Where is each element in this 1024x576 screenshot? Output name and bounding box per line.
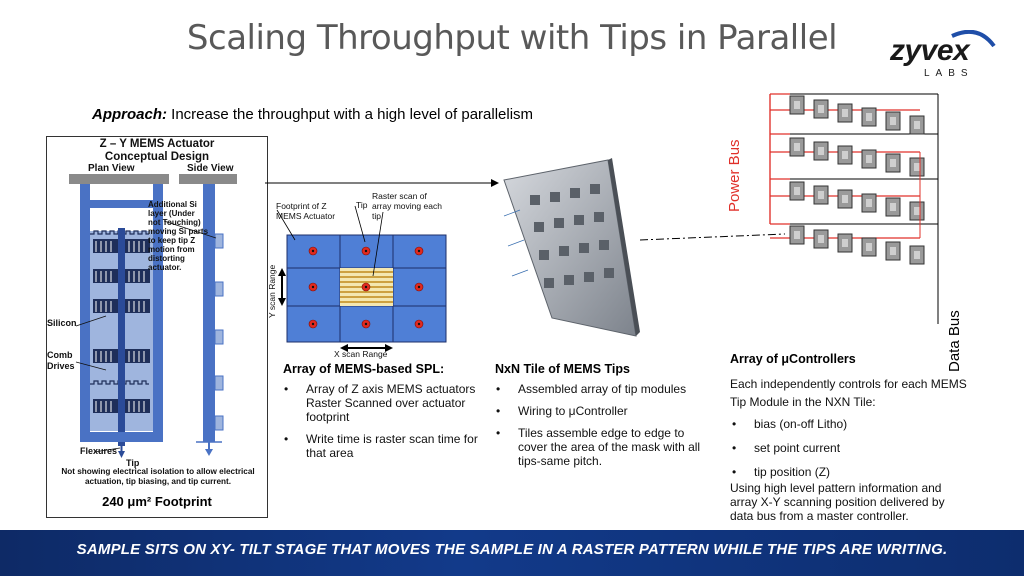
side-view-label: Side View — [187, 163, 234, 174]
footer-text: SAMPLE SITS ON XY- TILT STAGE THAT MOVES… — [76, 541, 948, 558]
controllers-intro: Each independently controls for each MEM… — [730, 377, 967, 409]
actuator-title-2: Conceptual Design — [104, 151, 210, 163]
footprint-callout: Footprint of Z MEMS Actuator — [276, 201, 336, 221]
approach-text: Increase the throughput with a high leve… — [171, 106, 534, 123]
controllers-list: bias (on-off Litho) set point current ti… — [726, 417, 966, 487]
isolation-note: Not showing electrical isolation to allo… — [61, 467, 255, 486]
slide-title: Scaling Throughput with Tips in Parallel — [186, 18, 838, 58]
tile-bullet: Wiring to μController — [490, 404, 710, 418]
logo-subtitle: LABS — [924, 68, 974, 79]
additional-si-note: Additional Si layer (Under not Touching)… — [148, 200, 209, 272]
center-shaft — [118, 228, 125, 446]
plan-frame — [69, 174, 169, 184]
plan-right-rail — [153, 184, 163, 442]
silicon-label: Silicon — [47, 318, 77, 328]
tip-marker — [118, 451, 125, 458]
spl-list: Array of Z axis MEMS actuators Raster Sc… — [278, 382, 478, 468]
flexures-label: Flexures — [80, 446, 118, 456]
tip-grid-diagram — [276, 205, 447, 352]
tile-bullet: Assembled array of tip modules — [490, 382, 710, 396]
plan-view-label: Plan View — [88, 163, 135, 174]
x-scan-range-label: X scan Range — [334, 349, 388, 359]
comb-drives-label: Comb Drives — [47, 350, 75, 371]
logo-wordmark: zyvex — [890, 34, 970, 67]
tile-list: Assembled array of tip modules Wiring to… — [490, 382, 710, 476]
logo-swoosh-icon — [951, 30, 996, 48]
grid-cell — [392, 234, 447, 269]
footer-banner — [0, 530, 1024, 576]
controllers-heading: Array of μControllers — [730, 352, 856, 366]
y-scan-range-label: Y scan Range — [267, 264, 277, 318]
tile-image — [503, 158, 640, 337]
controllers-bullet: set point current — [726, 441, 966, 455]
actuator-drawing — [69, 174, 237, 458]
tip-label: Tip — [126, 458, 140, 468]
side-frame — [179, 174, 237, 184]
flow-arrow — [265, 179, 499, 187]
controllers-bullet: tip position (Z) — [726, 465, 966, 479]
approach-label: Approach: — [92, 106, 167, 123]
tip-callout: Tip — [356, 200, 368, 210]
tile-heading: NxN Tile of MEMS Tips — [495, 362, 630, 376]
spl-heading: Array of MEMS-based SPL: — [283, 362, 445, 376]
tile-module-grid — [530, 184, 614, 288]
actuator-title-1: Z – Y MEMS Actuator — [99, 138, 215, 150]
grid-cell — [286, 305, 341, 343]
raster-callout: Raster scan of array moving each tip — [372, 191, 442, 221]
zyvex-logo: zyvex LABS — [890, 30, 1000, 86]
power-bus-label: Power Bus — [726, 139, 743, 212]
approach-line: Approach: Increase the throughput with a… — [92, 106, 533, 123]
controllers-bullet: bias (on-off Litho) — [726, 417, 966, 431]
controller-bus-diagram — [769, 93, 939, 324]
plan-top-bar — [80, 200, 163, 208]
controllers-outro: Using high level pattern information and… — [730, 481, 945, 523]
tile-bullet: Tiles assemble edge to edge to cover the… — [490, 426, 710, 468]
data-bus-label: Data Bus — [946, 310, 963, 372]
footprint-label: 240 μm² Footprint — [102, 494, 212, 509]
spl-bullet: Write time is raster scan time for that … — [278, 432, 478, 460]
side-rail — [203, 184, 215, 442]
plan-left-rail — [80, 184, 90, 442]
spl-bullet: Array of Z axis MEMS actuators Raster Sc… — [278, 382, 478, 424]
controller-squares — [789, 95, 925, 265]
